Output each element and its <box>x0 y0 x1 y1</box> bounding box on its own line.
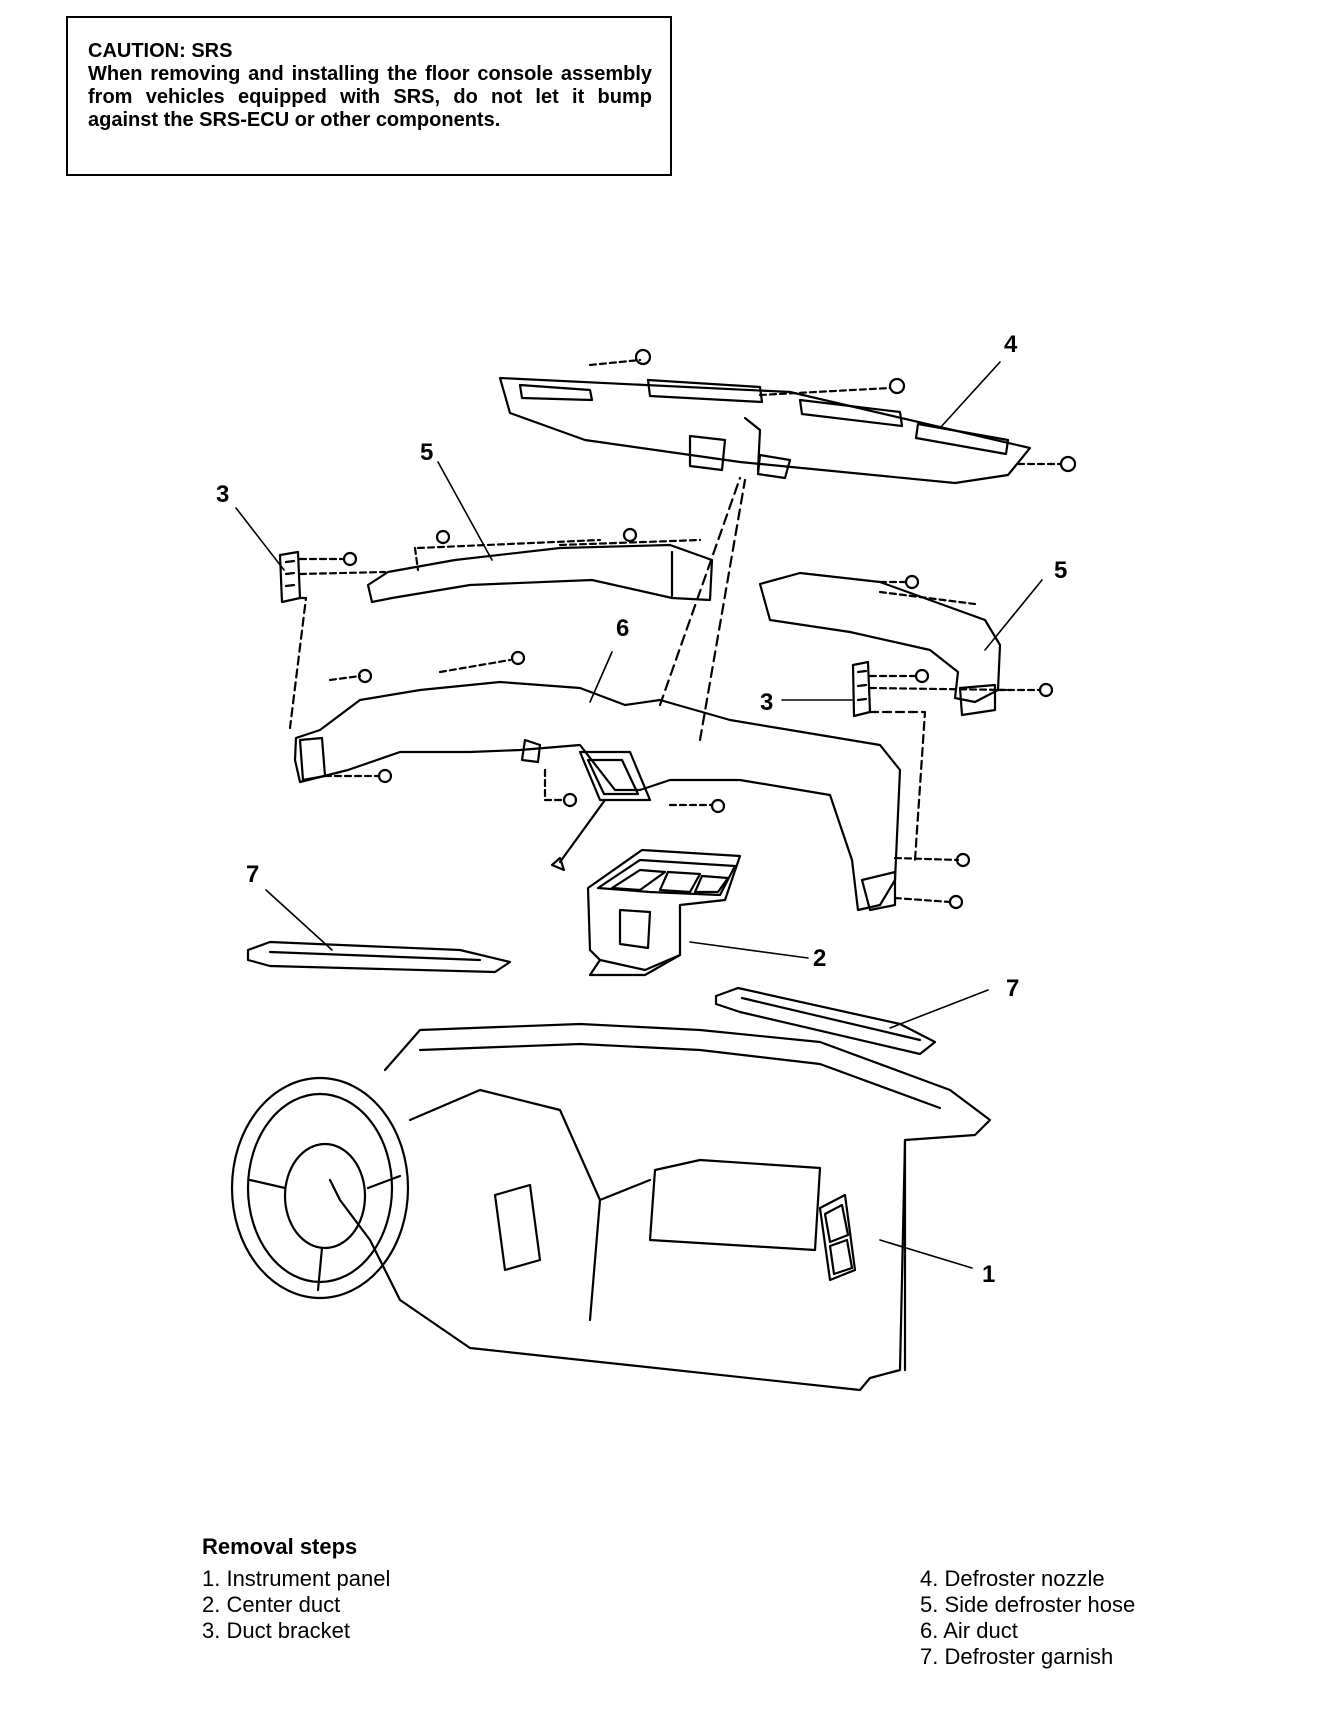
removal-steps-left: 1. Instrument panel 2. Center duct 3. Du… <box>202 1566 390 1644</box>
defroster-garnish-left <box>246 940 512 974</box>
removal-steps-right: 4. Defroster nozzle 5. Side defroster ho… <box>920 1566 1135 1670</box>
air-duct <box>293 476 960 912</box>
removal-step: 1. Instrument panel <box>202 1566 391 1591</box>
removal-step: 6. Air duct <box>920 1618 1018 1643</box>
duct-bracket-left <box>278 550 387 730</box>
callout-1: 1 <box>982 1261 995 1288</box>
duct-bracket-right <box>851 660 1012 862</box>
removal-steps-title: Removal steps <box>202 1534 358 1559</box>
side-defroster-hose-left <box>366 538 714 604</box>
callout-leaders <box>235 361 1043 1269</box>
callout-3-left: 3 <box>216 481 229 508</box>
side-defroster-hose-right <box>758 571 1042 717</box>
callout-3-right: 3 <box>760 689 773 716</box>
callout-6: 6 <box>616 615 629 642</box>
callout-4: 4 <box>1004 331 1018 358</box>
removal-step: 3. Duct bracket <box>202 1618 350 1643</box>
removal-step: 7. Defroster garnish <box>920 1644 1114 1669</box>
callout-5-right: 5 <box>1054 557 1067 584</box>
removal-step: 5. Side defroster hose <box>920 1592 1136 1617</box>
removal-step: 4. Defroster nozzle <box>920 1566 1105 1591</box>
caution-box: CAUTION: SRS When removing and installin… <box>66 16 672 176</box>
instrument-panel <box>230 1022 992 1392</box>
center-duct <box>586 848 742 977</box>
callout-2: 2 <box>813 945 826 972</box>
callout-7-right: 7 <box>1006 975 1019 1002</box>
callout-7-left: 7 <box>246 861 259 888</box>
caution-title: CAUTION: SRS <box>88 40 233 62</box>
defroster-nozzle <box>498 358 1062 485</box>
removal-step: 2. Center duct <box>202 1592 341 1617</box>
caution-text: When removing and installing the floor c… <box>88 63 652 131</box>
callout-5-left: 5 <box>420 439 433 466</box>
defroster-garnish-right <box>714 986 937 1056</box>
